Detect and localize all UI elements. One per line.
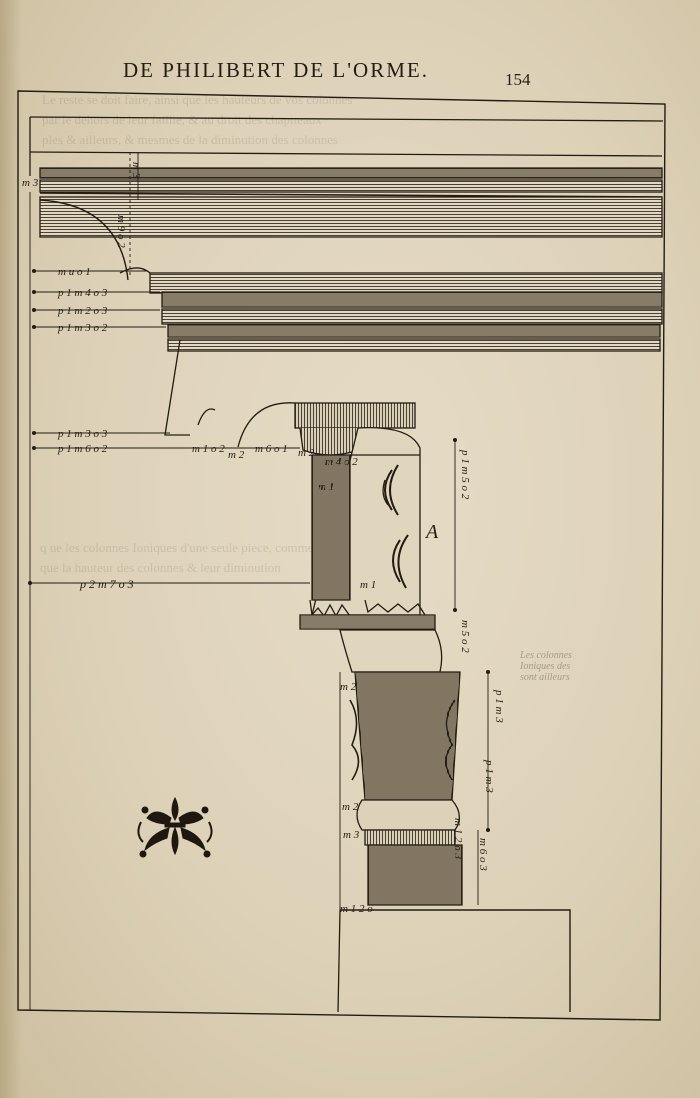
corona	[39, 196, 663, 238]
capital-label: m 6 o 1	[255, 443, 288, 455]
festoon-left	[349, 699, 360, 781]
column-shaft	[354, 671, 461, 801]
capital-label: m 2	[298, 447, 315, 459]
dim-label: m 9 o 2	[115, 215, 127, 248]
cornice-band	[39, 167, 663, 179]
dim-label: m u o 1	[58, 266, 91, 278]
dim-label: m 3	[130, 162, 142, 179]
shaft-label: m 5 o 2	[459, 620, 471, 653]
dim-label: p 1 m 3 o 2	[57, 322, 108, 334]
capital-label: m 4 o 2	[325, 456, 358, 468]
running-title: DE PHILIBERT DE L'ORME.	[123, 58, 429, 82]
torus	[356, 799, 460, 831]
show-through-text: q ue les colonnes Ioniques d'une seule p…	[40, 540, 314, 555]
plinth	[340, 909, 571, 1012]
shaft-label: m 1 2 o 3	[452, 818, 464, 859]
shaft-label: m 3	[343, 829, 360, 841]
capital-label: m 1 o 2	[192, 443, 225, 455]
dim-label: p 1 m 2 o 3	[57, 305, 108, 317]
festoon-right	[445, 699, 456, 781]
architrave-return	[164, 339, 190, 436]
shaft-label: m 6 o 3	[477, 838, 489, 871]
dim-label: m 3	[22, 177, 39, 189]
shaft-label: p 1 m 3	[483, 759, 495, 793]
architrave-fascia	[167, 324, 661, 338]
capital-label: m 2	[228, 449, 245, 461]
shaft-label: p 1 m 3	[493, 689, 505, 723]
capital-label: p 1 m 5 o 2	[459, 449, 471, 500]
show-through-text: par le dehors de leur faillie, & au droi…	[42, 112, 322, 127]
capital-label: p 2 m 7 o 3	[79, 577, 134, 591]
page-gutter-shadow	[0, 0, 22, 1098]
cyma-profile	[39, 199, 129, 281]
bed-moulding	[149, 272, 663, 294]
shaft-label: m 1 2 o	[340, 903, 373, 915]
shaft-label: m 2	[342, 801, 359, 813]
dim-label: p 1 m 3 o 3	[57, 428, 108, 440]
necking	[339, 629, 443, 673]
show-through-text: ples & ailleurs, & mesmes de la diminuti…	[42, 132, 339, 147]
figure-letter: A	[424, 521, 439, 543]
shaft-label: m 2	[340, 681, 357, 693]
capital-label: m 1	[318, 481, 334, 493]
page-number: 154	[505, 70, 531, 89]
capital-cyma	[237, 402, 296, 448]
capital-label: m 1	[360, 579, 376, 591]
dim-label: p 1 m 6 o 2	[57, 443, 108, 455]
show-through-text: que la hauteur des colonnes & leur dimin…	[40, 560, 281, 575]
abacus	[294, 402, 416, 429]
dim-label: p 1 m 4 o 3	[57, 287, 108, 299]
lower-shaft	[367, 844, 463, 906]
fleuron-ornament	[137, 796, 213, 858]
plate-frame	[17, 90, 666, 1021]
cornice-line	[29, 116, 664, 122]
